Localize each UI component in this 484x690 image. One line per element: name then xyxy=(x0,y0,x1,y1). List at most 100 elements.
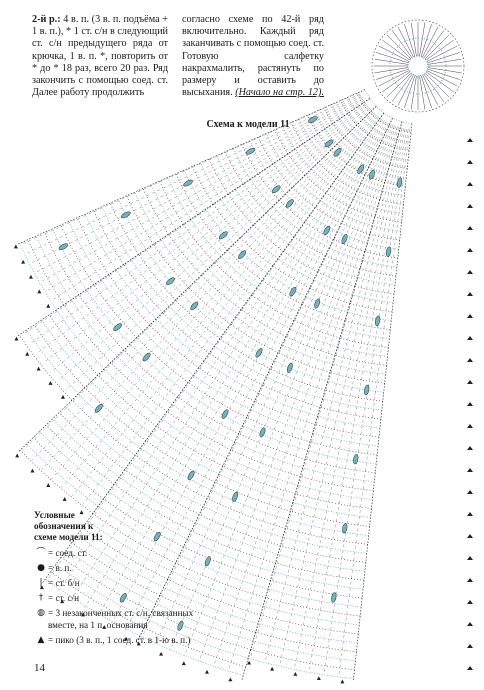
stitch-row xyxy=(251,294,295,321)
stitch-row xyxy=(71,299,118,357)
stitch-row xyxy=(368,166,388,174)
stitch-row xyxy=(175,299,221,339)
cluster-stitch xyxy=(113,323,123,331)
stitch-row xyxy=(98,505,180,556)
stitch-row xyxy=(48,314,99,376)
stitch-row xyxy=(287,153,306,176)
stitch-row xyxy=(109,202,139,255)
center-spoke xyxy=(374,67,409,74)
instructions-left-column: 2-й р.: 4 в. п. (3 в. п. подъёма + 1 в. … xyxy=(32,14,168,99)
stitch-row xyxy=(383,112,393,119)
stitch-row xyxy=(376,106,385,114)
stitch-column xyxy=(50,106,369,373)
stitch-column xyxy=(228,127,400,672)
cluster-stitch xyxy=(341,234,348,245)
picot-mark xyxy=(124,636,129,641)
stitch-row xyxy=(45,424,115,485)
stitch-row xyxy=(183,169,207,210)
stitch-row xyxy=(76,217,110,275)
stitch-row xyxy=(161,418,228,459)
stitch-row xyxy=(298,181,321,201)
cluster-stitch xyxy=(238,250,246,259)
picot-mark xyxy=(204,669,209,674)
stitch-row xyxy=(194,281,236,318)
stitch-row xyxy=(373,127,385,135)
stitch-row xyxy=(246,417,311,443)
stitch-row xyxy=(374,216,402,223)
picot-mark xyxy=(467,292,473,296)
stitch-row xyxy=(333,239,365,252)
cluster-stitch xyxy=(368,169,375,180)
stitch-row xyxy=(177,396,239,434)
stitch-column xyxy=(61,114,377,488)
cluster-stitch xyxy=(259,427,266,438)
stitch-row xyxy=(92,513,176,564)
segment-edge xyxy=(17,89,366,245)
picot-mark xyxy=(467,182,473,186)
picot-mark xyxy=(102,625,107,629)
stitch-column xyxy=(22,92,360,245)
stitch-row xyxy=(242,425,308,451)
stitch-row xyxy=(117,356,173,405)
stitch-row xyxy=(351,156,370,167)
stitch-row xyxy=(347,113,358,126)
stitch-row xyxy=(76,534,164,588)
stitch-row xyxy=(362,259,397,268)
stitch-row xyxy=(346,163,366,176)
stitch-row xyxy=(270,368,326,391)
center-motif-outline xyxy=(371,19,465,113)
stitch-row xyxy=(119,476,196,523)
picot-mark xyxy=(467,380,473,384)
picot-mark xyxy=(228,677,233,682)
stitch-row xyxy=(39,431,110,492)
stitch-column xyxy=(265,127,403,661)
stitch-row xyxy=(320,406,381,420)
stitch-row xyxy=(337,231,368,244)
stitch-row xyxy=(258,623,358,644)
stitch-row xyxy=(376,150,393,157)
stitch-column xyxy=(155,124,392,645)
stitch-row xyxy=(348,96,356,109)
picot-mark xyxy=(467,314,473,318)
picot-mark xyxy=(80,612,85,617)
stitch-row xyxy=(367,134,381,143)
stitch-row xyxy=(285,336,336,356)
stitch-row xyxy=(246,301,291,329)
center-spoke xyxy=(425,71,454,93)
stitch-row xyxy=(200,162,221,200)
stitch-row xyxy=(388,125,400,131)
cluster-stitch xyxy=(353,453,359,465)
page-reference-link[interactable]: (Начало на стр. 12). xyxy=(235,87,324,99)
stitch-column xyxy=(31,111,374,461)
stitch-row xyxy=(394,147,410,151)
stitch-row xyxy=(278,352,331,373)
stitch-row xyxy=(171,570,264,607)
stitch-row xyxy=(35,235,72,300)
stitch-row xyxy=(86,289,131,345)
picot-mark xyxy=(467,578,473,582)
picot-mark xyxy=(247,660,252,665)
stitch-row xyxy=(293,236,326,256)
stitch-row xyxy=(304,174,326,194)
stitch-row xyxy=(272,265,310,289)
stitch-row xyxy=(372,225,401,232)
cluster-stitch xyxy=(286,362,293,373)
stitch-row xyxy=(142,331,194,376)
stitch-row xyxy=(203,360,259,394)
stitch-row xyxy=(275,562,364,581)
cluster-stitch xyxy=(342,523,348,534)
stitch-row xyxy=(175,229,209,270)
stitch-row xyxy=(253,640,356,662)
stitch-row xyxy=(218,473,293,503)
stitch-row xyxy=(246,231,279,259)
stitch-row xyxy=(101,206,132,260)
stitch-row xyxy=(207,268,247,303)
center-ring xyxy=(407,55,429,77)
stitch-row xyxy=(280,158,299,182)
picot-mark xyxy=(136,641,141,646)
cluster-stitch xyxy=(120,211,131,219)
stitch-row xyxy=(142,188,169,235)
center-spoke xyxy=(410,75,417,110)
stitch-row xyxy=(301,303,346,322)
stitch-row xyxy=(206,498,286,529)
